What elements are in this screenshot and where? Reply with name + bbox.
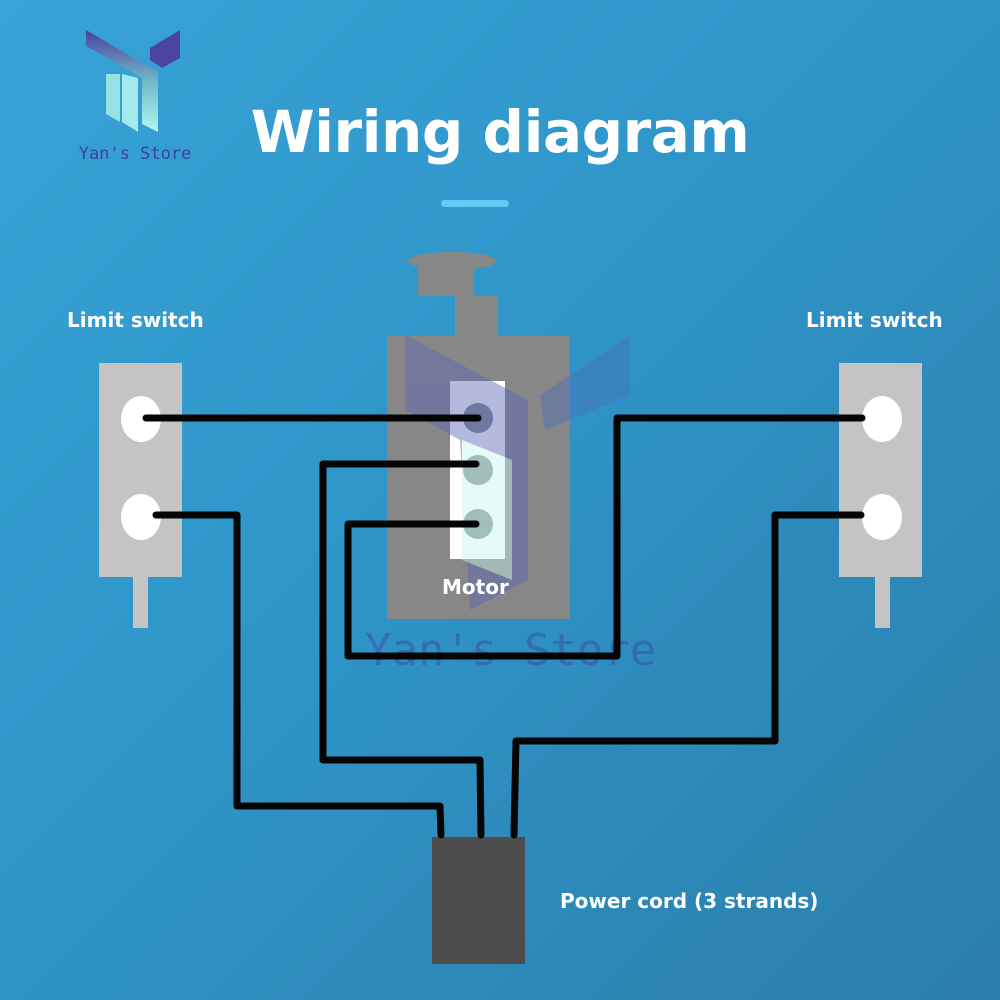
brand-logo-icon — [86, 30, 180, 132]
limit-switch-left-body — [99, 363, 182, 577]
limit-switch-right-lever — [875, 577, 890, 628]
power-cord-box — [432, 837, 525, 964]
wire-right-switch-2-to-cord — [510, 511, 865, 839]
brand-name: Yan's Store — [78, 144, 192, 164]
motor-label: Motor — [442, 575, 509, 599]
limit-switch-right-terminal-2 — [862, 494, 902, 540]
watermark-logo-icon — [405, 335, 630, 610]
wire-left-switch-2-to-cord — [152, 511, 445, 839]
limit-switch-right-label: Limit switch — [806, 308, 943, 332]
limit-switch-left-terminal-1 — [121, 396, 161, 442]
motor-shaft-top — [418, 262, 474, 296]
wire-motor-3-to-right-switch — [344, 414, 866, 660]
limit-switch-left-terminal-2 — [121, 494, 161, 540]
limit-switch-left-label: Limit switch — [67, 308, 204, 332]
limit-switch-right — [839, 363, 922, 628]
title-underline — [441, 200, 509, 207]
limit-switch-right-terminal-1 — [862, 396, 902, 442]
motor-shaft-neck — [455, 296, 498, 336]
watermark-text: Yan's Store — [365, 625, 656, 676]
limit-switch-left — [99, 363, 182, 628]
limit-switch-left-lever — [133, 577, 148, 628]
power-cord-label: Power cord (3 strands) — [560, 889, 819, 913]
motor — [387, 252, 570, 619]
page-title: Wiring diagram — [250, 98, 750, 166]
wire-motor-2-to-cord — [319, 460, 485, 839]
limit-switch-right-body — [839, 363, 922, 577]
